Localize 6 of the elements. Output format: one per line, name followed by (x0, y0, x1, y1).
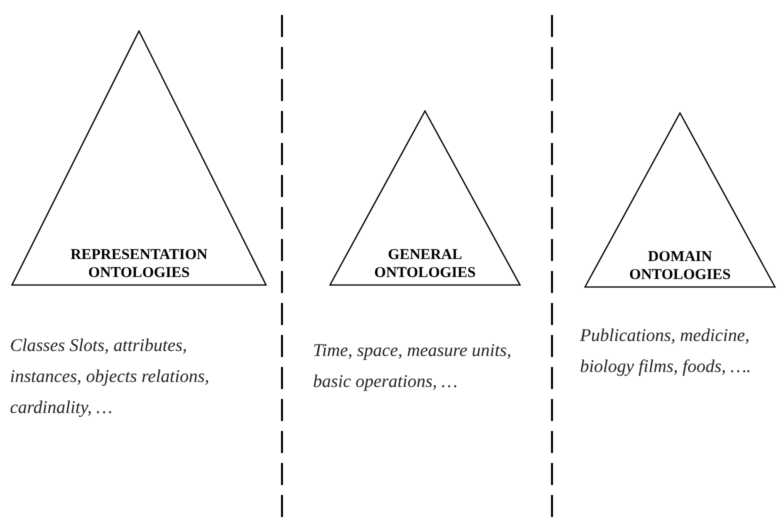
node-label: DOMAIN ONTOLOGIES (628, 248, 732, 284)
node-label: REPRESENTATION ONTOLOGIES (70, 246, 208, 282)
node-label: GENERAL ONTOLOGIES (373, 246, 477, 282)
example-list: Classes Slots, attributes, instances, objects relations, cardinality, … (10, 330, 220, 423)
example-list: Time, space, measure units, basic operations, … (313, 335, 513, 397)
example-list: Publications, medicine, biology films, foods, …. (580, 320, 779, 382)
